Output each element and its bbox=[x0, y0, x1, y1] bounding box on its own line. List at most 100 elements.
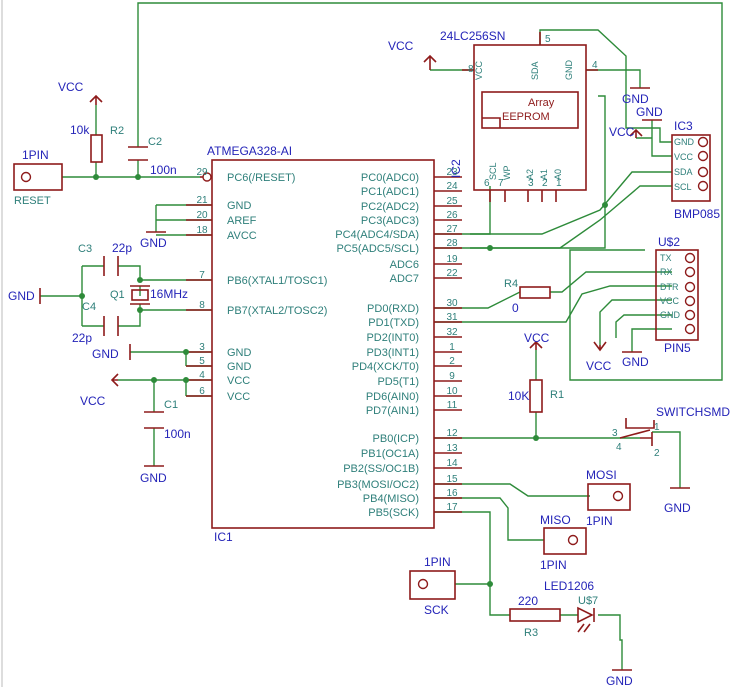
ic1-pin-number: 20 bbox=[196, 210, 208, 221]
ic1-pin-label: VCC bbox=[227, 391, 250, 403]
eeprom-array-box bbox=[481, 91, 579, 129]
u2-pin-label: RX bbox=[660, 267, 673, 277]
ic1-pin-label: AVCC bbox=[227, 230, 257, 242]
ic1-pin-number: 1 bbox=[449, 342, 455, 353]
wires bbox=[1, 0, 723, 687]
led-symbol bbox=[577, 606, 595, 624]
ic1-pin-number: 23 bbox=[446, 167, 458, 178]
ic1-pin-number: 16 bbox=[446, 488, 458, 499]
u2-pin-label: VCC bbox=[660, 296, 680, 306]
ic1-pin-number: 5 bbox=[199, 356, 205, 367]
switch-symbol bbox=[619, 418, 655, 446]
ic1-name-label: IC1 bbox=[214, 530, 233, 544]
ic2-pin-label: WP bbox=[502, 166, 512, 181]
c2-name: C2 bbox=[148, 136, 162, 148]
c3-name: C3 bbox=[78, 243, 92, 255]
ic1-pin-label: GND bbox=[227, 347, 252, 359]
ic1-pin-number: 22 bbox=[446, 268, 458, 279]
ic1-pin-label: PB0(ICP) bbox=[373, 433, 419, 445]
ic3-bmp085-body bbox=[671, 134, 711, 202]
mosi-type: 1PIN bbox=[586, 514, 613, 528]
c4-value: 22p bbox=[72, 331, 92, 345]
svg-text:2: 2 bbox=[654, 448, 660, 459]
sck-type: 1PIN bbox=[424, 555, 451, 569]
r2-symbol bbox=[90, 134, 103, 163]
q1-symbol bbox=[130, 285, 150, 305]
c1-value: 100n bbox=[164, 427, 191, 441]
ic1-pin-number: 12 bbox=[446, 428, 458, 439]
c3-symbol bbox=[103, 256, 119, 276]
ic2-pin-label: A2 bbox=[525, 169, 535, 180]
ic2-pin-number: 8 bbox=[468, 64, 474, 75]
ic1-pin-number: 28 bbox=[446, 238, 458, 249]
c4-symbol bbox=[103, 316, 119, 336]
ic1-pin-label: ADC7 bbox=[390, 273, 419, 285]
ic1-pin-label: PB1(OC1A) bbox=[361, 448, 419, 460]
vcc-label-ic1: VCC bbox=[80, 394, 106, 408]
gnd-label-1: GND bbox=[140, 236, 167, 250]
ic3-part-label: BMP085 bbox=[674, 207, 720, 221]
ic2-pin-label: VCC bbox=[474, 60, 484, 80]
gnd-label-7: GND bbox=[622, 355, 649, 369]
miso-label: MISO bbox=[540, 513, 571, 527]
u2-pin-label: GND bbox=[660, 310, 681, 320]
ic1-pin-number: 25 bbox=[446, 196, 458, 207]
ic2-pin-number: 7 bbox=[498, 178, 504, 189]
ic1-pin-number: 24 bbox=[446, 181, 458, 192]
ic2-pin-number: 3 bbox=[528, 178, 534, 189]
ic1-pin-number: 17 bbox=[446, 502, 458, 513]
led-part: LED1206 bbox=[544, 579, 594, 593]
r1-value: 10K bbox=[508, 389, 529, 403]
ic1-pin-number: 3 bbox=[199, 342, 205, 353]
ic2-part-label: 24LC256SN bbox=[440, 29, 505, 43]
ic1-pin-number: 11 bbox=[447, 400, 458, 411]
ic2-pin-label: GND bbox=[564, 60, 574, 81]
ic1-pin-label: AREF bbox=[227, 215, 257, 227]
r3-value: 220 bbox=[518, 594, 538, 608]
ic1-body bbox=[211, 159, 435, 529]
ic1-part-label: ATMEGA328-AI bbox=[207, 144, 292, 158]
u2-pin-label: TX bbox=[660, 253, 672, 263]
c2-value: 100n bbox=[150, 163, 177, 177]
ic1-pin-label: PC1(ADC1) bbox=[361, 186, 419, 198]
ic2-pin-label: SDA bbox=[530, 61, 540, 80]
ic1-pin-number: 19 bbox=[446, 254, 458, 265]
ic1-pin-number: 8 bbox=[199, 300, 205, 311]
gnd-label-3: GND bbox=[92, 347, 119, 361]
c3-value: 22p bbox=[112, 241, 132, 255]
ic1-pin-label: PC5(ADC5/SCL) bbox=[336, 243, 419, 255]
q1-name: Q1 bbox=[110, 289, 125, 301]
ic1-pin-label: PD7(AIN1) bbox=[366, 405, 419, 417]
ic1-pin-number: 14 bbox=[446, 458, 458, 469]
ic1-pin-label: PD0(RXD) bbox=[367, 303, 419, 315]
reset-pin-body bbox=[13, 163, 63, 191]
ic1-pin-label: PD5(T1) bbox=[377, 376, 419, 388]
ic1-pin-number: 13 bbox=[446, 443, 458, 454]
r4-symbol bbox=[519, 286, 551, 299]
ic1-pin-number: 9 bbox=[449, 371, 455, 382]
svg-text:4: 4 bbox=[616, 442, 622, 453]
gnd-label-8: GND bbox=[664, 501, 691, 515]
c1-name: C1 bbox=[164, 399, 178, 411]
ic2-pin-label: A1 bbox=[539, 169, 549, 180]
ic1-pin-number: 21 bbox=[196, 195, 208, 206]
ic1-pin-label: PD1(TXD) bbox=[368, 317, 419, 329]
ic1-pin-number: 31 bbox=[446, 312, 458, 323]
symbols bbox=[13, 32, 711, 671]
miso-type: 1PIN bbox=[540, 558, 567, 572]
mosi-label: MOSI bbox=[586, 468, 617, 482]
r4-value: 0 bbox=[512, 301, 519, 315]
sck-label: SCK bbox=[424, 603, 449, 617]
r1-name: R1 bbox=[550, 389, 564, 401]
ic1-pin-label: PB6(XTAL1/TOSC1) bbox=[227, 275, 327, 287]
ic1-pin-label: PD4(XCK/T0) bbox=[352, 361, 419, 373]
gnd-label-2: GND bbox=[8, 289, 35, 303]
ic1-pin-label: PD6(AIN0) bbox=[366, 391, 419, 403]
junctions bbox=[79, 174, 608, 587]
gnd-label-6: GND bbox=[636, 105, 663, 119]
ic1-pin-label: GND bbox=[227, 361, 252, 373]
c1-symbol bbox=[144, 411, 164, 429]
ic3-pin-label: SCL bbox=[674, 182, 692, 192]
reset-pin-name: RESET bbox=[14, 195, 51, 207]
